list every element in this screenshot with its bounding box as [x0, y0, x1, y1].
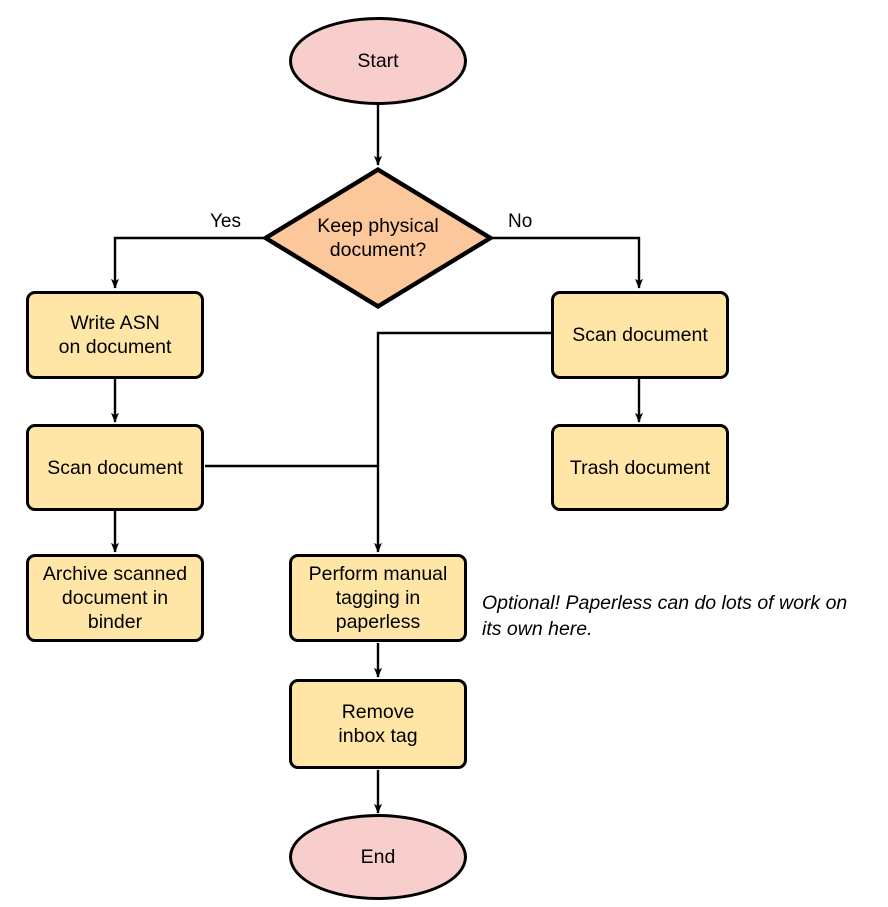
node-scan-document-left-label: Scan document	[47, 456, 183, 479]
node-keep-physical-document-label: Keep physical document?	[317, 215, 439, 261]
node-end-label: End	[360, 846, 396, 868]
node-archive-in-binder[interactable]: Archive scanned document in binder	[26, 554, 204, 642]
node-write-asn[interactable]: Write ASN on document	[26, 291, 204, 379]
node-end[interactable]: End	[289, 814, 467, 900]
node-trash-document[interactable]: Trash document	[551, 424, 729, 511]
edge-scan-right-to-tagging	[374, 331, 552, 553]
node-trash-document-label: Trash document	[569, 456, 711, 479]
node-start[interactable]: Start	[289, 17, 467, 105]
node-archive-in-binder-label: Archive scanned document in binder	[42, 563, 188, 633]
node-start-label: Start	[357, 50, 399, 72]
node-write-asn-label: Write ASN on document	[58, 312, 172, 358]
diamond-shape	[263, 167, 493, 309]
node-remove-inbox-tag[interactable]: Remove inbox tag	[289, 679, 467, 769]
edge-decision-yes	[111, 236, 265, 289]
node-manual-tagging[interactable]: Perform manual tagging in paperless	[289, 554, 467, 642]
edge-label-yes: Yes	[210, 211, 241, 233]
node-scan-document-right[interactable]: Scan document	[551, 291, 729, 379]
node-scan-document-right-label: Scan document	[572, 324, 708, 346]
node-remove-inbox-tag-label: Remove inbox tag	[338, 701, 418, 747]
edge-label-yes-text: Yes	[210, 211, 241, 232]
edge-label-no-text: No	[508, 211, 533, 232]
node-scan-document-left[interactable]: Scan document	[26, 424, 204, 511]
edge-decision-no	[491, 236, 643, 289]
optional-note: Optional! Paperless can do lots of work …	[482, 592, 848, 640]
edge-label-no: No	[508, 211, 532, 233]
node-manual-tagging-label: Perform manual tagging in paperless	[308, 563, 448, 633]
node-keep-physical-document[interactable]: Keep physical document?	[263, 167, 493, 309]
